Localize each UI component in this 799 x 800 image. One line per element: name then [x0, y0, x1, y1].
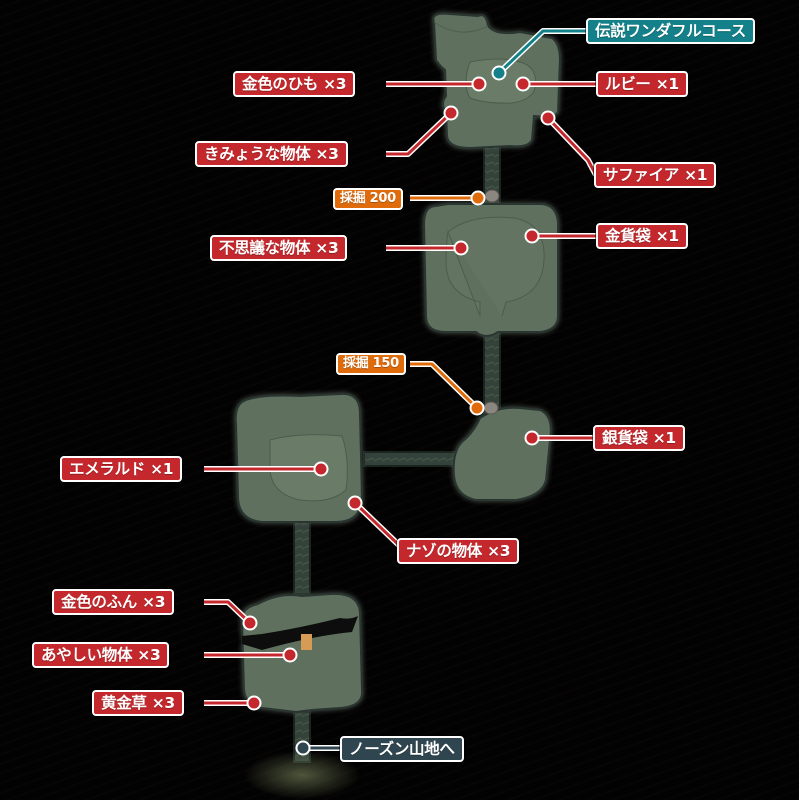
markers: [242, 65, 556, 756]
label-mysterious-object[interactable]: 不思議な物体 ×3: [210, 235, 348, 261]
label-golden-grass[interactable]: 黄金草 ×3: [92, 690, 184, 716]
marker-golden-string[interactable]: [471, 76, 487, 92]
label-golden-string[interactable]: 金色のひも ×3: [233, 71, 356, 97]
marker-course[interactable]: [491, 65, 507, 81]
door-marker: [301, 634, 312, 650]
marker-dig-200[interactable]: [470, 190, 486, 206]
label-enigma-object[interactable]: ナゾの物体 ×3: [397, 538, 520, 564]
label-ruby[interactable]: ルビー ×1: [596, 71, 688, 97]
room-middle-upper: [422, 203, 559, 337]
label-golden-dung[interactable]: 金色のふん ×3: [52, 589, 175, 615]
marker-enigma-object[interactable]: [347, 495, 363, 511]
room-bottom: [240, 592, 364, 714]
room-left-middle: [234, 392, 364, 523]
label-emerald[interactable]: エメラルド ×1: [60, 456, 183, 482]
marker-strange-object[interactable]: [443, 105, 459, 121]
marker-ruby[interactable]: [515, 76, 531, 92]
label-sapphire[interactable]: サファイア ×1: [594, 162, 717, 188]
marker-sapphire[interactable]: [540, 110, 556, 126]
label-gold-coin-bag[interactable]: 金貨袋 ×1: [596, 223, 688, 249]
label-exit-nozen[interactable]: ノーズン山地へ: [340, 736, 464, 762]
label-dig-150[interactable]: 採掘 150: [336, 353, 406, 375]
label-dig-200[interactable]: 採掘 200: [333, 188, 403, 210]
marker-mysterious-object[interactable]: [453, 240, 469, 256]
label-course[interactable]: 伝説ワンダフルコース: [586, 18, 755, 44]
marker-emerald[interactable]: [313, 461, 329, 477]
marker-silver-coin-bag[interactable]: [524, 430, 540, 446]
room-right-middle: [452, 406, 552, 501]
label-silver-coin-bag[interactable]: 銀貨袋 ×1: [593, 425, 685, 451]
exit-glow: [244, 751, 360, 799]
marker-gold-coin-bag[interactable]: [524, 228, 540, 244]
marker-exit[interactable]: [295, 740, 311, 756]
marker-suspicious-object[interactable]: [282, 647, 298, 663]
marker-golden-grass[interactable]: [246, 695, 262, 711]
leader-lines: [204, 28, 599, 751]
marker-golden-dung[interactable]: [242, 615, 258, 631]
marker-dig-150[interactable]: [469, 400, 485, 416]
label-suspicious-object[interactable]: あやしい物体 ×3: [32, 642, 170, 668]
dig-rocks: [483, 189, 500, 415]
label-strange-object[interactable]: きみょうな物体 ×3: [195, 141, 348, 167]
